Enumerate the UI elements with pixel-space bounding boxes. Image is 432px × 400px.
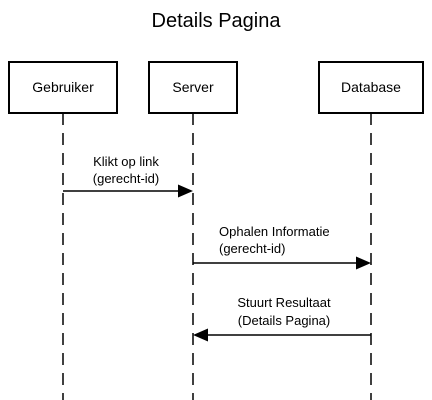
message-label-line1: Klikt op link bbox=[93, 154, 159, 169]
participant-gebruiker: Gebruiker bbox=[8, 61, 118, 114]
participant-database: Database bbox=[318, 61, 424, 114]
message-label-line2: (Details Pagina) bbox=[238, 313, 331, 328]
message-stuurt-resultaat: Stuurt Resultaat (Details Pagina) bbox=[193, 295, 371, 342]
message-label-line2: (gerecht-id) bbox=[93, 171, 159, 186]
diagram-title: Details Pagina bbox=[152, 10, 282, 32]
participant-label: Server bbox=[172, 79, 214, 95]
participant-box bbox=[318, 61, 424, 114]
message-klikt-op-link: Klikt op link (gerecht-id) bbox=[63, 154, 193, 198]
message-label-line1: Ophalen Informatie bbox=[219, 224, 330, 239]
arrowhead-left-icon bbox=[193, 328, 208, 342]
message-label-line1: Stuurt Resultaat bbox=[237, 295, 331, 310]
message-ophalen-informatie: Ophalen Informatie (gerecht-id) bbox=[193, 224, 371, 270]
participant-label: Database bbox=[341, 79, 401, 95]
participant-label: Gebruiker bbox=[32, 79, 94, 95]
participant-box bbox=[8, 61, 118, 114]
arrowhead-right-icon bbox=[178, 184, 193, 198]
participant-box bbox=[148, 61, 238, 114]
arrowhead-right-icon bbox=[356, 256, 371, 270]
message-label-line2: (gerecht-id) bbox=[219, 241, 285, 256]
participant-server: Server bbox=[148, 61, 238, 114]
